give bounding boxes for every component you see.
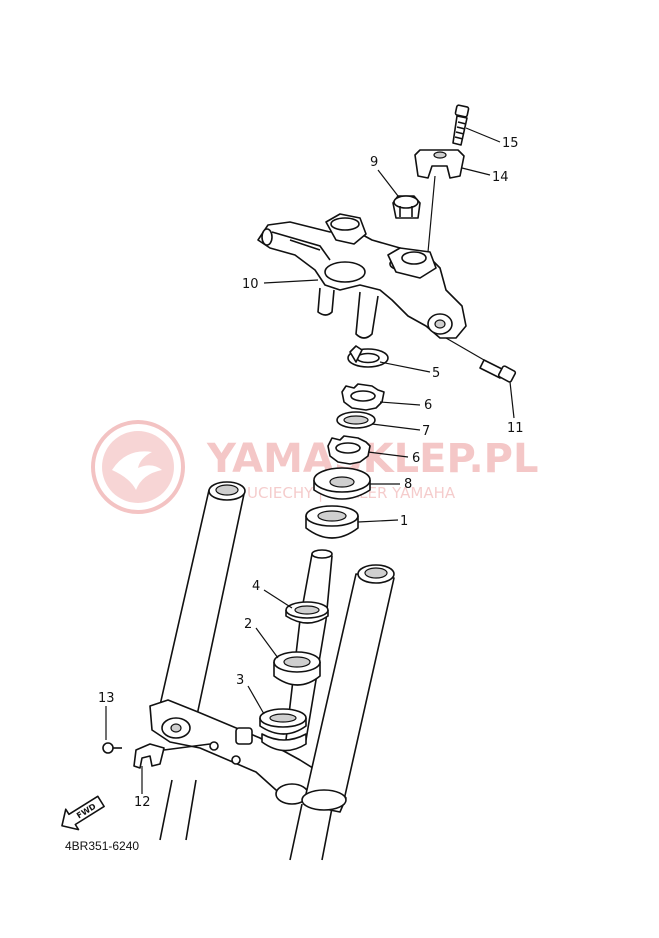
callout-15: 15 (502, 136, 519, 151)
part-2-bearing (273, 651, 321, 686)
callout-8: 8 (404, 477, 412, 492)
part-10-upper-bracket (257, 213, 467, 339)
drawing-code: 4BR351-6240 (65, 839, 139, 853)
callout-10: 10 (242, 277, 259, 292)
part-6-ring-nut-lower (327, 435, 371, 465)
watermark-title: YAMASKLEP.PL (206, 436, 538, 482)
callout-4: 4 (252, 579, 260, 594)
callout-3: 3 (236, 673, 244, 688)
leader-lines (105, 127, 515, 794)
part-4-dust-seal (285, 601, 329, 624)
part-3-ball-race-lower (259, 708, 307, 735)
fork-tube-right (289, 564, 395, 861)
callout-14: 14 (492, 170, 509, 185)
callout-5: 5 (432, 366, 440, 381)
callout-7: 7 (422, 424, 430, 439)
fork-tube-left (157, 481, 246, 841)
callout-13: 13 (98, 691, 115, 706)
part-6-ring-nut-upper (341, 383, 385, 411)
part-5-lock-washer (347, 345, 389, 368)
part-7-washer (336, 411, 376, 429)
callouts: 1 2 3 4 5 6 6 7 8 9 10 11 12 13 14 15 (98, 136, 524, 810)
part-9-nut (392, 195, 421, 219)
part-8-dust-cover (313, 467, 371, 500)
fwd-arrow-icon: FWD (61, 795, 105, 831)
watermark: YAMASKLEP.PL UCIECHY | DEALER YAMAHA (91, 420, 538, 514)
part-15-bolt (452, 104, 470, 146)
part-11-pinch-bolt (479, 359, 517, 383)
part-13-bolt (102, 742, 122, 754)
callout-12: 12 (134, 795, 151, 810)
part-14-handlebar-holder (414, 149, 465, 179)
callout-9: 9 (370, 155, 378, 170)
part-12-clamp (133, 743, 211, 769)
part-1-ball-race (305, 505, 359, 539)
callout-11: 11 (507, 421, 524, 436)
callout-6b: 6 (412, 451, 420, 466)
callout-1: 1 (400, 514, 408, 529)
callout-6a: 6 (424, 398, 432, 413)
callout-2: 2 (244, 617, 252, 632)
watermark-logo (91, 420, 185, 514)
